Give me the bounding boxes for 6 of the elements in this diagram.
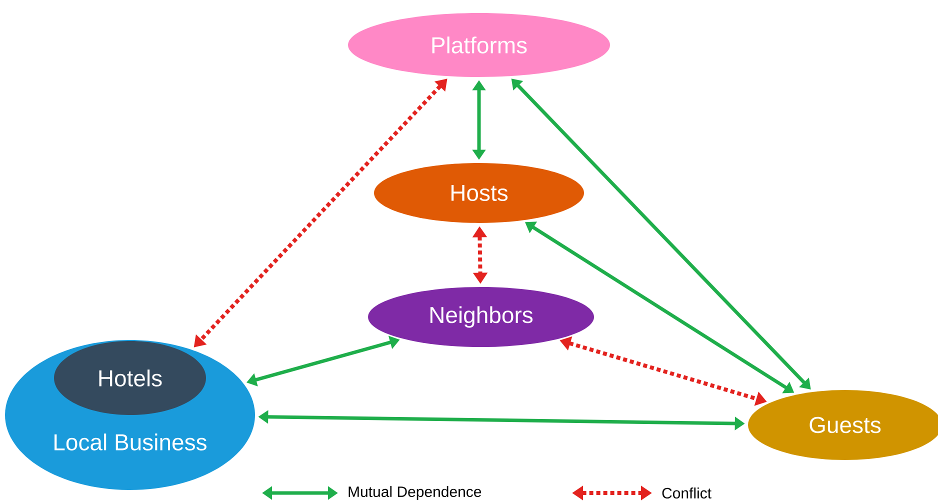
legend-label: Conflict — [662, 488, 712, 498]
ellipse-node: Platforms — [348, 13, 610, 77]
ellipse-node: Neighbors — [368, 287, 594, 347]
ellipse-node: Hosts — [374, 163, 584, 223]
ellipse-node: Hotels — [54, 341, 206, 415]
legend-label: Mutual Dependence — [348, 486, 482, 500]
